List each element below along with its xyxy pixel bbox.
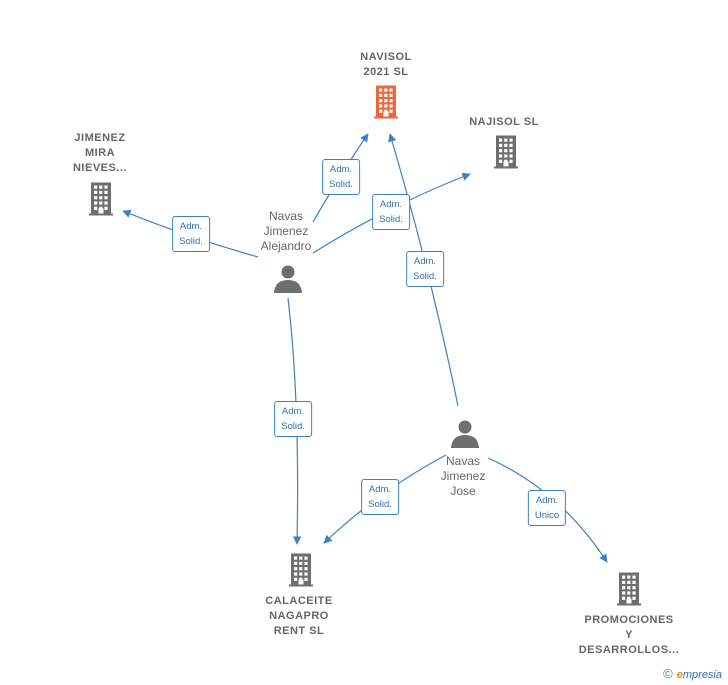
label-line: Alejandro [260, 239, 312, 253]
label-line: NIEVES... [72, 162, 128, 174]
role-badge-line: Solid. [379, 214, 403, 225]
label-line: NAVISOL [360, 51, 412, 63]
role-badge-line: Unico [534, 510, 560, 521]
label-line: Jimenez [263, 224, 309, 238]
role-badge-line: Solid. [368, 499, 392, 510]
label-line: DESARROLLOS... [578, 644, 680, 656]
role-badge-line: Solid. [179, 236, 203, 247]
label-line: Y [625, 629, 633, 641]
label-navisol[interactable]: NAVISOL 2021 SL [360, 50, 412, 80]
label-line: 2021 SL [363, 66, 409, 78]
role-badge-line: Adm. [413, 256, 437, 267]
role-badge-alejandro-najisol[interactable]: Adm. Solid. [372, 194, 410, 230]
label-line: NAJISOL SL [469, 116, 539, 128]
label-line: NAGAPRO [269, 610, 329, 622]
role-badge-line: Adm. [368, 484, 392, 495]
label-line: RENT SL [273, 625, 325, 637]
role-badge-jose-navisol[interactable]: Adm. Solid. [406, 251, 444, 287]
role-badge-alejandro-navisol[interactable]: Adm. Solid. [322, 159, 360, 195]
role-badge-alejandro-calaceite[interactable]: Adm. Solid. [274, 401, 312, 437]
building-icon-calaceite[interactable] [289, 553, 313, 587]
label-line: JIMENEZ [74, 132, 126, 144]
role-badge-line: Adm. [179, 221, 203, 232]
label-line: Navas [445, 454, 480, 468]
label-promociones[interactable]: PROMOCIONES Y DESARROLLOS... [579, 613, 680, 658]
building-icon-navisol[interactable] [374, 85, 398, 119]
label-line: Jose [450, 484, 476, 498]
building-icon-promociones[interactable] [617, 572, 641, 606]
role-badge-jose-calaceite[interactable]: Adm. Solid. [361, 479, 399, 515]
person-icon-jose[interactable] [451, 420, 479, 449]
building-icon-najisol[interactable] [494, 135, 518, 169]
brand-name: mpresia [682, 669, 722, 681]
role-badge-line: Solid. [413, 271, 437, 282]
empresia-watermark: ©empresia [663, 666, 722, 681]
label-line: MIRA [84, 147, 116, 159]
label-line: Jimenez [440, 469, 486, 483]
role-badge-jose-promociones[interactable]: Adm. Unico [527, 490, 567, 526]
label-line: Navas [268, 209, 304, 223]
label-line: PROMOCIONES [584, 614, 674, 626]
role-badge-line: Adm. [535, 495, 559, 506]
label-najisol[interactable]: NAJISOL SL [469, 115, 539, 130]
label-line: CALACEITE [265, 595, 333, 607]
copyright-symbol: © [663, 666, 673, 681]
label-calaceite[interactable]: CALACEITE NAGAPRO RENT SL [265, 594, 332, 639]
person-icon-alejandro[interactable] [274, 265, 302, 294]
brand-initial: e [676, 669, 683, 681]
role-badge-alejandro-jimenez[interactable]: Adm. Solid. [172, 216, 210, 252]
role-badge-line: Adm. [379, 199, 403, 210]
role-badge-line: Adm. [281, 406, 305, 417]
building-icon-jimenez[interactable] [89, 182, 113, 216]
role-badge-line: Solid. [281, 421, 305, 432]
label-jimenez[interactable]: JIMENEZ MIRA NIEVES... [73, 131, 127, 176]
role-badge-line: Solid. [329, 179, 353, 190]
role-badge-line: Adm. [329, 164, 353, 175]
icons-layer [89, 85, 641, 606]
